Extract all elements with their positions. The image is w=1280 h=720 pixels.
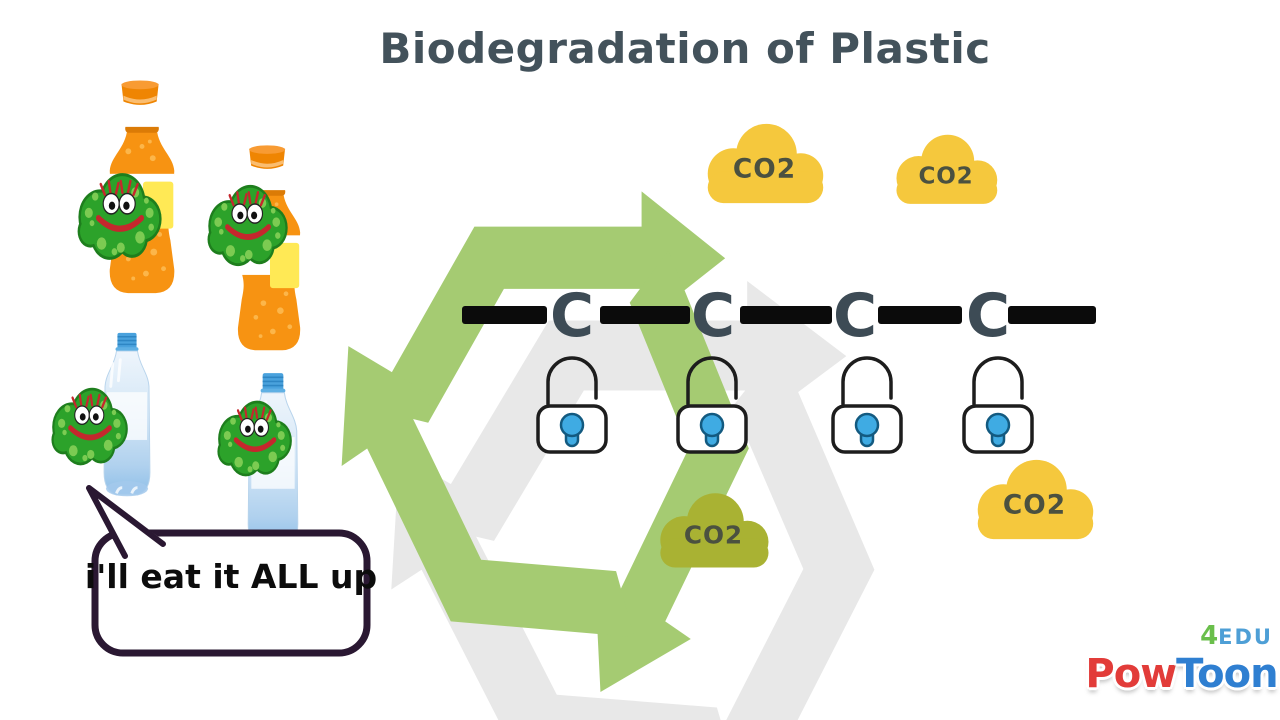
bond [600, 306, 690, 324]
padlock-open-icon [536, 356, 608, 454]
carbon-atom: C [966, 281, 1011, 351]
co2-label: CO2 [733, 154, 796, 185]
logo-toon: Toon [1176, 651, 1278, 697]
padlock-open-icon [676, 356, 748, 454]
bond [878, 306, 962, 324]
powtoon-logo: 4EDU PowToon [1084, 621, 1279, 697]
carbon-atom: C [550, 281, 595, 351]
logo-badge: 4EDU [1084, 621, 1279, 651]
co2-cloud-icon: CO2 [660, 493, 769, 568]
padlock-open-icon [962, 356, 1034, 454]
co2-label: CO2 [684, 521, 743, 550]
co2-label: CO2 [1003, 490, 1066, 521]
bond [462, 306, 547, 324]
co2-cloud-icon: CO2 [707, 123, 824, 204]
germ-icon [216, 398, 294, 480]
logo-wordmark: PowToon [1084, 651, 1279, 697]
germ-icon [76, 170, 164, 264]
padlock-open-icon [831, 356, 903, 454]
bond [1008, 306, 1096, 324]
logo-badge-text: EDU [1218, 625, 1273, 649]
germ-icon [206, 182, 290, 270]
speech-bubble-text: i'll eat it ALL up [85, 557, 377, 596]
co2-cloud-icon: CO2 [896, 134, 998, 204]
germ-icon [50, 385, 130, 469]
page-title: Biodegradation of Plastic [379, 24, 991, 73]
logo-pow: Pow [1085, 651, 1177, 697]
bond [740, 306, 832, 324]
carbon-atom: C [833, 281, 878, 351]
co2-label: CO2 [918, 163, 973, 189]
carbon-atom: C [691, 281, 736, 351]
speech-bubble: i'll eat it ALL up [85, 485, 377, 657]
logo-badge-number: 4 [1200, 621, 1219, 651]
co2-cloud-icon: CO2 [977, 459, 1094, 540]
